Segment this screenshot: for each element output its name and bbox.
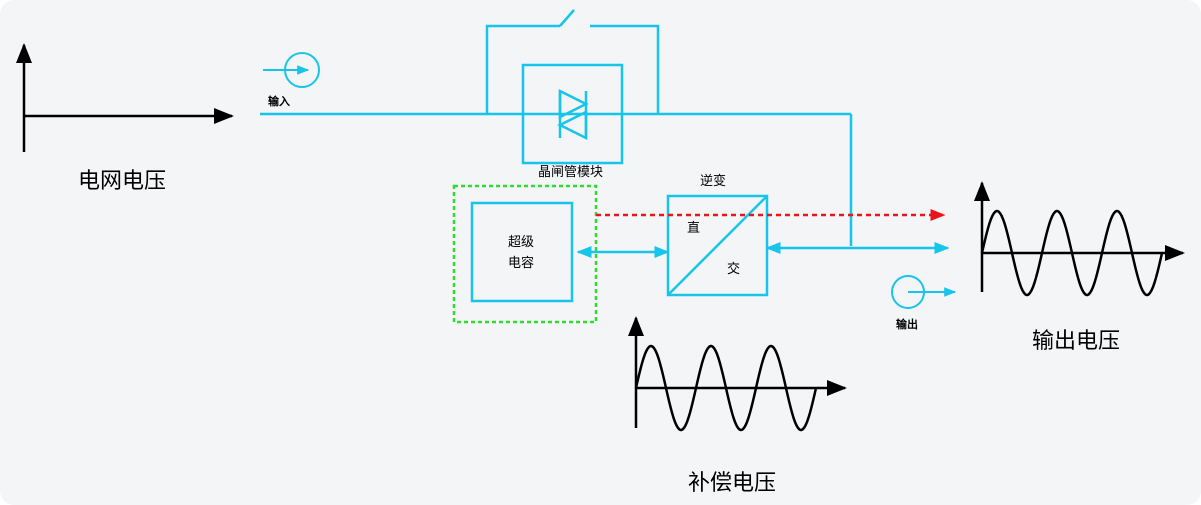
output-voltage-label: 输出电压 <box>1032 329 1120 354</box>
inverter-box <box>668 196 767 295</box>
thyristor-label: 晶闸管模块 <box>538 165 603 180</box>
comp-voltage-label: 补偿电压 <box>688 471 776 496</box>
grid-voltage-axes <box>24 45 232 152</box>
comp-voltage-axes <box>636 318 845 428</box>
grid-voltage-label: 电网电压 <box>78 169 166 194</box>
ac-label: 交 <box>727 261 740 277</box>
input-circle-arrow-icon <box>263 53 319 87</box>
output-voltage-axes <box>982 183 1183 292</box>
inverter-label: 逆变 <box>700 173 726 189</box>
supercap-box <box>472 203 572 301</box>
output-label: 输出 <box>896 317 918 331</box>
dc-label: 直 <box>687 221 700 236</box>
output-circle-arrow-icon <box>892 276 955 308</box>
supercap-label-1: 超级 <box>508 235 534 250</box>
main-wires <box>260 10 851 246</box>
supercap-label-2: 电容 <box>508 255 534 271</box>
input-label: 输入 <box>268 94 290 108</box>
